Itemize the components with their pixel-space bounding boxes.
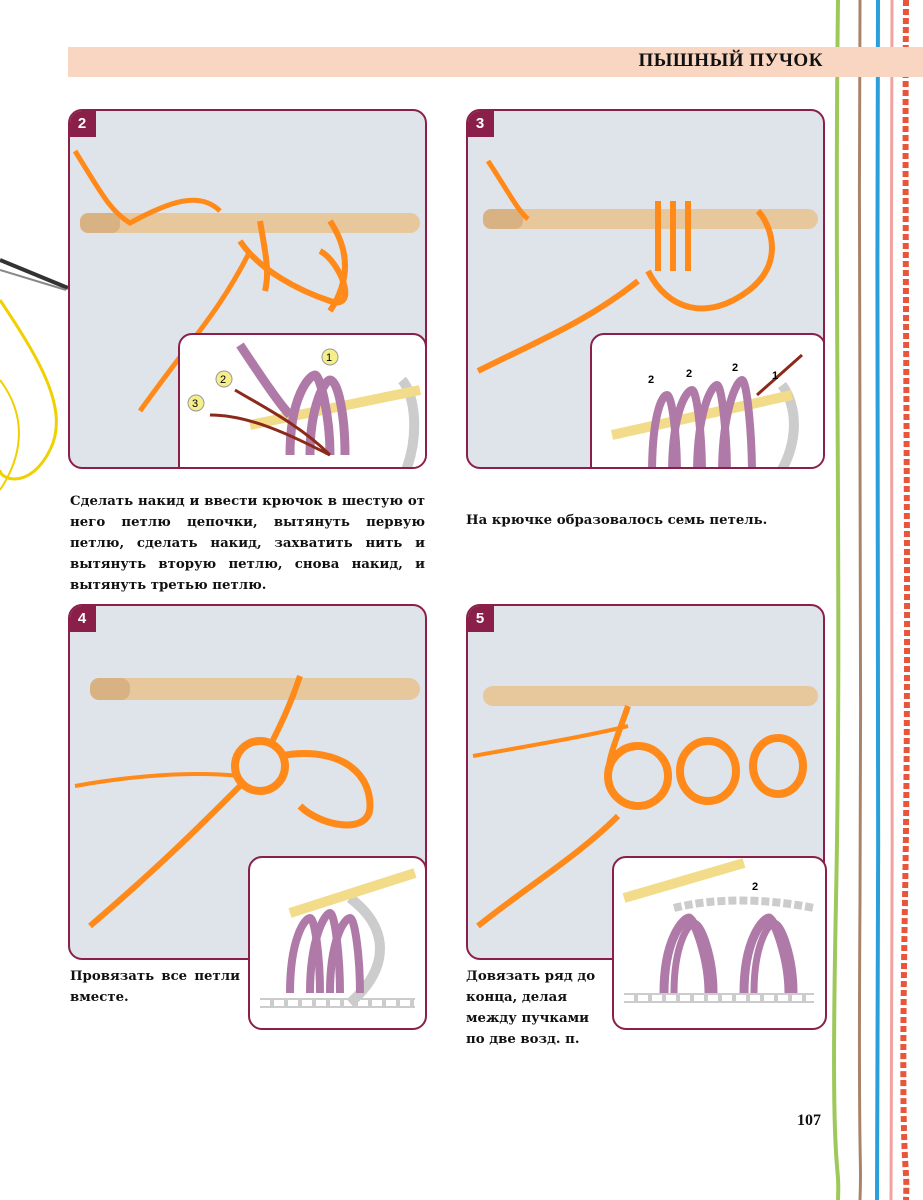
step-2-caption: Сделать накид и ввести крючок в шестую о… (70, 494, 425, 593)
step-2-diagram: 1 2 3 (178, 333, 425, 467)
page-number: 107 (797, 1112, 821, 1129)
label-3: 3 (192, 398, 198, 410)
page-title: ПЫШНЫЙ ПУЧОК (638, 50, 823, 71)
label-2a: 2 (648, 374, 654, 386)
step-3-photo: 3 2 2 2 1 (466, 109, 825, 469)
header-bar (68, 47, 923, 77)
label-2c: 2 (732, 362, 738, 374)
label-2: 2 (752, 881, 758, 893)
needle-illustration (0, 258, 69, 491)
step-4-diagram (248, 856, 427, 1030)
label-2: 2 (220, 374, 226, 386)
label-2b: 2 (686, 368, 692, 380)
crochet-photo (74, 675, 420, 929)
label-1: 1 (772, 370, 778, 382)
crochet-photo (472, 686, 818, 929)
crochet-photo (72, 149, 420, 413)
step-number-badge: 3 (468, 111, 494, 137)
step-5-diagram: 2 (612, 856, 827, 1030)
step-3-diagram: 2 2 2 1 (590, 333, 823, 467)
label-1: 1 (326, 352, 332, 364)
step-number-badge: 4 (70, 606, 96, 632)
step-3-caption: На крючке образовалось семь петель. (466, 513, 768, 528)
step-number-badge: 2 (70, 111, 96, 137)
step-number-badge: 5 (468, 606, 494, 632)
step-4-caption: Провязать все петли вместе. (70, 969, 240, 1005)
step-5-caption: Довязать ряд до конца, делая между пучка… (466, 969, 596, 1047)
step-2-photo: 2 1 2 3 (68, 109, 427, 469)
crochet-photo (476, 159, 818, 374)
decorative-threads (832, 0, 911, 1200)
